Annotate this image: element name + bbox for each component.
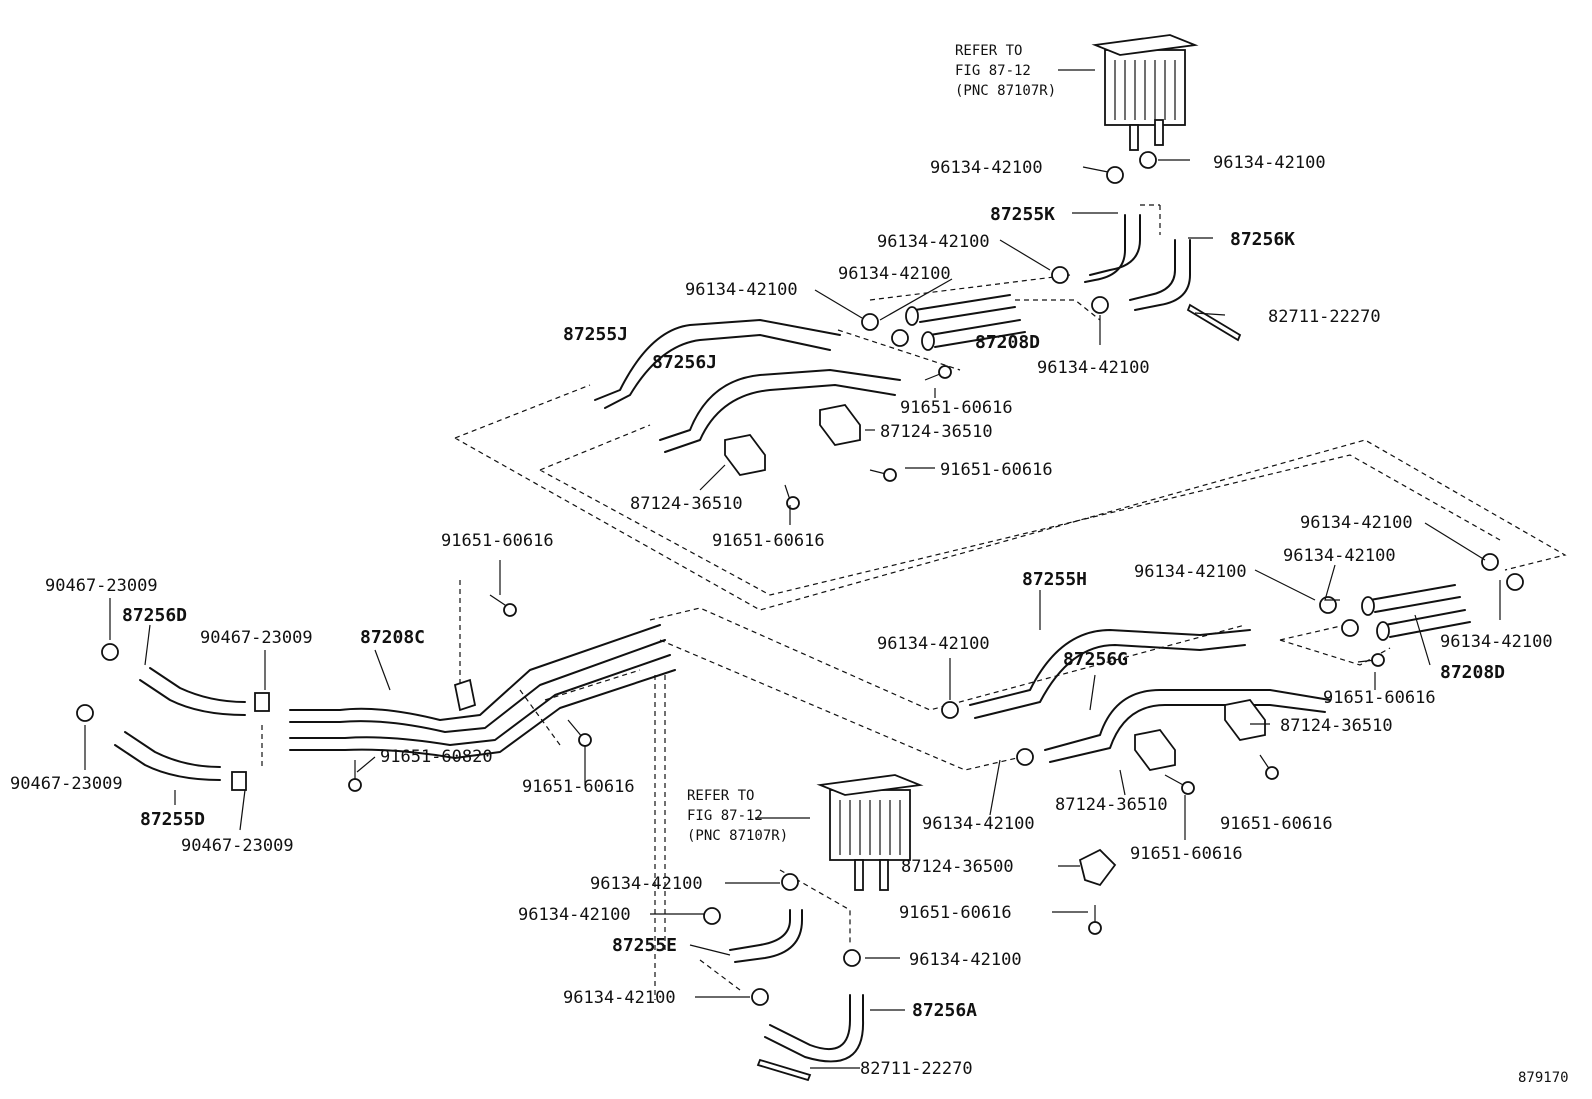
hose-label-87256D: 87256D	[122, 605, 187, 626]
clamp-label-right-5: 96134-42100	[877, 634, 990, 654]
hoses	[114, 214, 1331, 1063]
clip-label-left-1: 90467-23009	[45, 576, 158, 596]
cable-tie-label-top: 82711-22270	[1268, 307, 1381, 327]
bolt-label-middle-top: 91651-60616	[441, 531, 554, 551]
bolt-label-left-1: 91651-60820	[380, 747, 493, 767]
dashed-outline-upper	[454, 274, 1567, 611]
clamp-label-upper-4: 96134-42100	[1037, 358, 1150, 378]
hose-label-87256G: 87256G	[1063, 649, 1128, 670]
clip-label-left-4: 90467-23009	[181, 836, 294, 856]
bracket-label-right-2: 87124-36510	[1055, 795, 1168, 815]
bolt-label-upper-1: 91651-60616	[900, 398, 1013, 418]
bracket-label-right-1: 87124-36510	[1280, 716, 1393, 736]
ref-note-top-line1: REFER TO	[955, 43, 1022, 59]
ref-note-top-line3: (PNC 87107R)	[955, 83, 1056, 99]
ref-note-mid-line2: FIG 87-12	[687, 808, 763, 824]
clamp-label-top-right: 96134-42100	[1213, 153, 1326, 173]
part-labels: REFER TO FIG 87-12 (PNC 87107R) 96134-42…	[10, 43, 1569, 1086]
bracket-label-right-3: 87124-36500	[901, 857, 1014, 877]
clamp-label-right-1: 96134-42100	[1300, 513, 1413, 533]
bolt-label-right-4: 91651-60616	[899, 903, 1012, 923]
clamp-label-bottom-2: 96134-42100	[518, 905, 631, 925]
hose-label-87256J: 87256J	[652, 352, 717, 373]
bolt-label-right-1: 91651-60616	[1323, 688, 1436, 708]
bolt-label-middle-1: 91651-60616	[522, 777, 635, 797]
hose-label-87255D: 87255D	[140, 809, 205, 830]
clip-label-left-2: 90467-23009	[200, 628, 313, 648]
pipe-label-87208C: 87208C	[360, 627, 425, 648]
pipe-label-87208D-right: 87208D	[1440, 662, 1505, 683]
pipe-assembly-top	[905, 294, 1026, 351]
clamp-label-upper-3: 96134-42100	[685, 280, 798, 300]
hose-label-87256A: 87256A	[912, 1000, 977, 1021]
cable-tie-label-bottom: 82711-22270	[860, 1059, 973, 1079]
bolt-label-upper-3: 91651-60616	[712, 531, 825, 551]
heater-radiator-bottom	[816, 774, 924, 891]
bolt-label-right-2: 91651-60616	[1220, 814, 1333, 834]
clamp-label-top-left: 96134-42100	[930, 158, 1043, 178]
bracket-label-upper-2: 87124-36510	[630, 494, 743, 514]
hose-label-87255H: 87255H	[1022, 569, 1087, 590]
leader-lines	[84, 69, 1501, 1069]
pipe-assembly-right	[1361, 584, 1471, 641]
pipe-label-87208D-top: 87208D	[975, 332, 1040, 353]
hose-clamps	[76, 151, 1524, 1006]
hose-label-87255E: 87255E	[612, 935, 677, 956]
clamp-label-right-3: 96134-42100	[1134, 562, 1247, 582]
clamp-label-upper-1: 96134-42100	[877, 232, 990, 252]
hose-label-87255J: 87255J	[563, 324, 628, 345]
ref-note-top-line2: FIG 87-12	[955, 63, 1031, 79]
bracket-label-upper-1: 87124-36510	[880, 422, 993, 442]
bolts	[348, 365, 1385, 935]
dashed-outline-lower	[261, 204, 1391, 1000]
clamp-label-right-2: 96134-42100	[1283, 546, 1396, 566]
clamp-label-right-6: 96134-42100	[922, 814, 1035, 834]
clamp-label-bottom-1: 96134-42100	[590, 874, 703, 894]
hose-label-87255K: 87255K	[990, 204, 1055, 225]
bolt-label-upper-2: 91651-60616	[940, 460, 1053, 480]
brackets	[453, 404, 1266, 887]
clamp-label-bottom-4: 96134-42100	[563, 988, 676, 1008]
clip-label-left-3: 90467-23009	[10, 774, 123, 794]
clamp-label-bottom-3: 96134-42100	[909, 950, 1022, 970]
heater-radiator-top	[1091, 34, 1199, 151]
clamp-label-upper-2: 96134-42100	[838, 264, 951, 284]
ref-note-mid-line1: REFER TO	[687, 788, 754, 804]
bolt-label-right-3: 91651-60616	[1130, 844, 1243, 864]
ref-note-mid-line3: (PNC 87107R)	[687, 828, 788, 844]
figure-number: 879170	[1518, 1070, 1569, 1086]
clamp-label-right-4: 96134-42100	[1440, 632, 1553, 652]
hose-label-87256K: 87256K	[1230, 229, 1295, 250]
